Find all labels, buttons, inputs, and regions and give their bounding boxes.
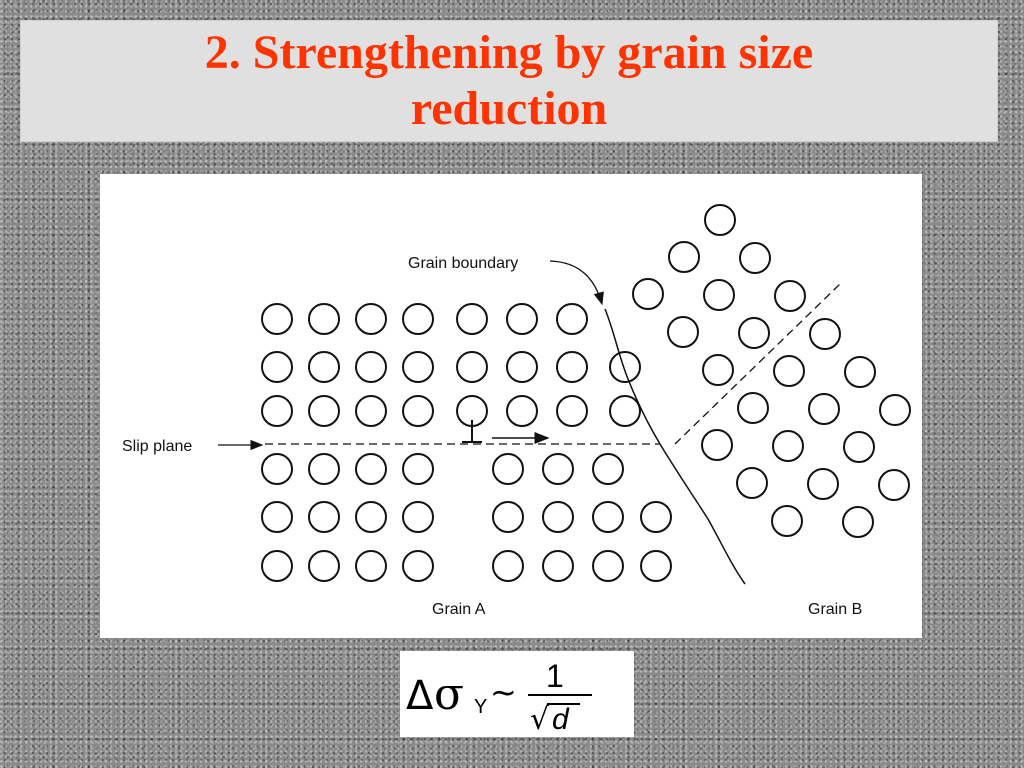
proportional-sign: ~: [490, 673, 517, 711]
grain-a-atom: [506, 351, 538, 383]
grain-b-atom: [808, 393, 840, 425]
grain-a-atom: [261, 501, 293, 533]
grain-b-atom: [844, 356, 876, 388]
grain-a-atom: [308, 351, 340, 383]
grain-a-atom: [355, 303, 387, 335]
grain-boundary-diagram: Grain boundary Slip plane Grain A Grain …: [100, 174, 922, 638]
grain-b-atom: [738, 317, 770, 349]
grain-b-atom: [774, 280, 806, 312]
formula-svg: Δ σ Y ~ 1 √ d: [406, 658, 592, 737]
grain-b-atom: [737, 392, 769, 424]
grain-a-atom: [592, 453, 624, 485]
grain-a-atom: [456, 303, 488, 335]
grain-b-atom: [772, 430, 804, 462]
hall-petch-formula: Δ σ Y ~ 1 √ d: [400, 651, 634, 737]
grain-a-atom: [308, 303, 340, 335]
slide-title: 2. Strengthening by grain size reduction: [204, 26, 814, 135]
grain-a-atom: [355, 351, 387, 383]
grain-b-atom: [878, 469, 910, 501]
grain-a-atom: [402, 303, 434, 335]
grain-b-atoms: [632, 204, 911, 538]
grain-size-variable: d: [552, 703, 570, 736]
grain-a-atom: [542, 501, 574, 533]
grain-a-atom: [261, 351, 293, 383]
diagram-svg: Grain boundary Slip plane Grain A Grain …: [122, 204, 911, 618]
grain-a-atoms: [261, 303, 672, 582]
grain-boundary-line: [604, 308, 746, 585]
formula-numerator: 1: [546, 658, 564, 694]
grain-a-atom: [456, 351, 488, 383]
grain-a-atom: [402, 550, 434, 582]
grain-a-atom: [261, 453, 293, 485]
grain-a-atom: [402, 453, 434, 485]
grain-a-atom: [402, 351, 434, 383]
grain-a-atom: [355, 453, 387, 485]
grain-a-atom: [308, 453, 340, 485]
yield-subscript: Y: [474, 696, 487, 718]
grain-a-atom: [592, 550, 624, 582]
grain-b-atom: [771, 505, 803, 537]
grain-b-atom: [702, 354, 734, 386]
grain-a-atom: [609, 351, 641, 383]
grain-a-atom: [556, 303, 588, 335]
grain-a-atom: [592, 501, 624, 533]
grain-b-atom: [703, 279, 735, 311]
grain-a-atom: [261, 550, 293, 582]
grain-a-atom: [308, 501, 340, 533]
grain-b-atom: [736, 467, 768, 499]
grain-a-atom: [492, 453, 524, 485]
grain-a-atom: [261, 303, 293, 335]
grain-b-atom: [701, 429, 733, 461]
grain-b-atom: [704, 204, 736, 236]
grain-a-atom: [609, 395, 641, 427]
grain-b-atom: [809, 318, 841, 350]
grain-boundary-pointer-arrow: [549, 260, 604, 306]
grain-b-atom: [632, 278, 664, 310]
grain-b-atom: [739, 242, 771, 274]
title-banner: 2. Strengthening by grain size reduction: [20, 20, 998, 142]
grain-a-atom: [640, 550, 672, 582]
square-root-sign: √: [530, 702, 550, 737]
grain-a-atom: [542, 550, 574, 582]
grain-a-atom: [261, 395, 293, 427]
grain-b-atom: [807, 468, 839, 500]
grain-boundary-label: Grain boundary: [408, 255, 518, 272]
grain-a-atom: [542, 453, 574, 485]
slip-plane-label: Slip plane: [122, 438, 192, 455]
grain-b-atom: [842, 506, 874, 538]
sigma-symbol: σ: [434, 669, 464, 720]
grain-a-atom: [556, 351, 588, 383]
grain-b-atom: [843, 431, 875, 463]
grain-b-atom: [773, 355, 805, 387]
grain-a-atom: [492, 501, 524, 533]
grain-a-atom: [506, 303, 538, 335]
grain-b-atom: [667, 316, 699, 348]
grain-a-atom: [640, 501, 672, 533]
grain-a-atom: [402, 501, 434, 533]
delta-symbol: Δ: [406, 673, 434, 719]
grain-b-atom: [879, 394, 911, 426]
grain-a-atom: [308, 550, 340, 582]
grain-a-atom: [308, 395, 340, 427]
grain-a-atom: [355, 395, 387, 427]
grain-a-atom: [402, 395, 434, 427]
grain-a-atom: [355, 550, 387, 582]
grain-b-label: Grain B: [808, 601, 862, 618]
dislocation-symbol: [462, 420, 482, 443]
grain-a-atom: [506, 395, 538, 427]
grain-a-label: Grain A: [432, 601, 486, 618]
grain-b-atom: [668, 241, 700, 273]
grain-a-atom: [355, 501, 387, 533]
grain-a-atom: [492, 550, 524, 582]
grain-a-atom: [556, 395, 588, 427]
